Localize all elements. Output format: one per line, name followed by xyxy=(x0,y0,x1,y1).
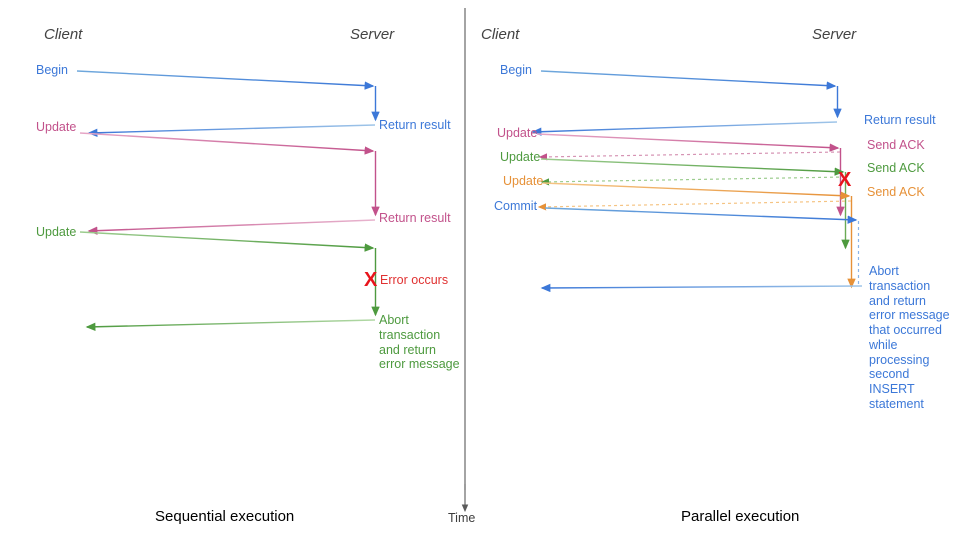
right-panel-caption: Parallel execution xyxy=(681,508,800,525)
left-message-begin: Begin xyxy=(36,63,68,77)
right-message-send-ack-1: Send ACK xyxy=(867,138,925,152)
right-arrow-commit xyxy=(544,207,858,224)
right-arrow-abort xyxy=(540,283,863,293)
right-message-commit: Commit xyxy=(494,199,538,213)
right-error-x-icon: X xyxy=(838,169,852,191)
left-arrow-begin xyxy=(76,70,375,90)
right-message-return-result: Return result xyxy=(864,113,936,127)
right-arrow-update-2 xyxy=(540,158,845,176)
right-panel-arrows xyxy=(531,70,863,293)
right-arrow-begin xyxy=(540,70,837,90)
time-axis-label: Time xyxy=(448,511,476,525)
left-client-actor-label: Client xyxy=(44,26,83,43)
right-message-send-ack-3: Send ACK xyxy=(867,185,925,199)
left-message-return-result-2: Return result xyxy=(379,211,451,225)
right-message-send-ack-2: Send ACK xyxy=(867,161,925,175)
left-message-update-2: Update xyxy=(36,225,77,239)
right-ack-1 xyxy=(538,151,841,161)
right-message-begin: Begin xyxy=(500,63,532,77)
left-server-actor-label: Server xyxy=(350,26,395,43)
right-message-update-1: Update xyxy=(497,126,538,140)
right-arrow-update-3 xyxy=(542,182,851,200)
left-message-abort-block: Abort transaction and return error messa… xyxy=(379,313,460,372)
left-arrow-update-2 xyxy=(79,231,375,252)
right-message-update-2: Update xyxy=(500,150,541,164)
right-ack-2 xyxy=(540,176,846,186)
right-arrow-return xyxy=(531,121,838,136)
right-server-actor-label: Server xyxy=(812,26,857,43)
right-client-actor-label: Client xyxy=(481,26,520,43)
left-message-return-result-1: Return result xyxy=(379,118,451,132)
left-arrow-abort xyxy=(85,319,376,331)
left-arrow-return-1 xyxy=(87,124,376,137)
left-arrow-return-2 xyxy=(87,219,376,235)
right-message-update-3: Update xyxy=(503,174,544,188)
left-panel-caption: Sequential execution xyxy=(155,508,295,525)
left-message-update-1: Update xyxy=(36,120,77,134)
right-ack-3 xyxy=(537,200,852,211)
left-error-x-icon: X xyxy=(364,269,378,291)
left-arrow-update-1 xyxy=(79,132,375,155)
right-arrow-update-1 xyxy=(536,133,840,152)
left-message-error-occurs: Error occurs xyxy=(380,273,449,287)
right-message-abort-block: Abort transaction and return error messa… xyxy=(869,264,950,411)
left-panel-arrows xyxy=(76,70,380,331)
